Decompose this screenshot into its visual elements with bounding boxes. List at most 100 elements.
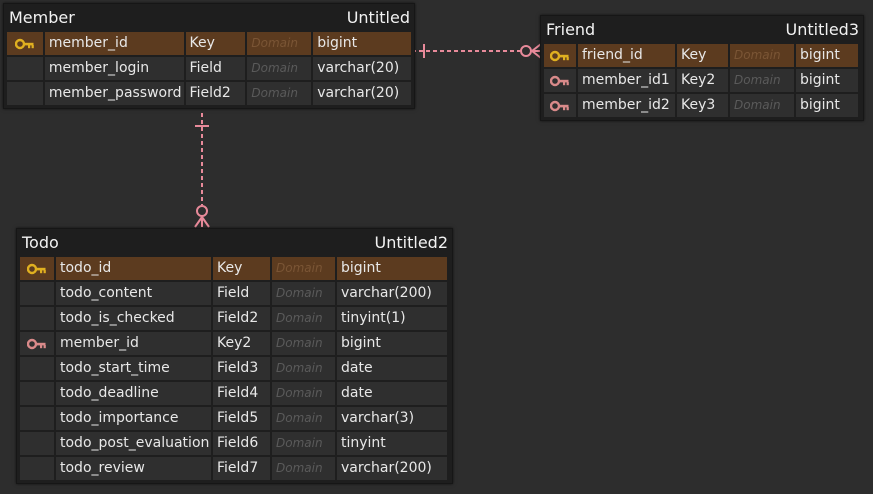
column-domain: Domain [272, 257, 335, 280]
column-name: member_id1 [578, 69, 675, 92]
entity-header[interactable]: Friend Untitled3 [541, 16, 863, 43]
column-type: date [337, 382, 447, 405]
column-name: todo_importance [56, 407, 211, 430]
column-name: member_login [44, 57, 184, 80]
column-name: member_id2 [578, 94, 675, 117]
column-field: Field3 [213, 357, 270, 380]
column-domain: Domain [272, 432, 335, 455]
column-type: tinyint(1) [337, 307, 447, 330]
relationship-member-friend[interactable] [412, 43, 542, 59]
column-domain: Domain [730, 69, 794, 92]
column-type: varchar(200) [337, 457, 447, 480]
column-field: Key [185, 32, 246, 55]
column-field: Field4 [213, 382, 270, 405]
column-field: Key2 [677, 69, 728, 92]
column-type: varchar(20) [313, 82, 411, 105]
column-field: Field [185, 57, 246, 80]
column-field: Field5 [213, 407, 270, 430]
row-icon-cell [20, 307, 54, 330]
column-type: bigint [337, 257, 447, 280]
column-domain: Domain [247, 32, 312, 55]
column-domain: Domain [247, 57, 312, 80]
column-field: Field7 [213, 457, 270, 480]
row-icon-cell [544, 69, 576, 92]
column-name: todo_start_time [56, 357, 211, 380]
row-icon-cell [544, 44, 576, 67]
column-name: member_password [44, 82, 184, 105]
row-icon-cell [20, 407, 54, 430]
column-type: varchar(20) [313, 57, 411, 80]
column-domain: Domain [247, 82, 312, 105]
row-icon-cell [20, 432, 54, 455]
column-type: date [337, 357, 447, 380]
column-type: bigint [796, 69, 858, 92]
column-field: Key [677, 44, 728, 67]
column-field: Field6 [213, 432, 270, 455]
entity-table-name: Untitled2 [374, 233, 448, 252]
row-icon-cell [544, 94, 576, 117]
column-field: Field2 [213, 307, 270, 330]
column-name: todo_deadline [56, 382, 211, 405]
entity-name: Member [9, 8, 75, 27]
column-type: varchar(3) [337, 407, 447, 430]
column-domain: Domain [272, 457, 335, 480]
entity-table-name: Untitled3 [785, 20, 859, 39]
column-field: Key2 [213, 332, 270, 355]
primary-key-icon [27, 263, 47, 275]
column-type: varchar(200) [337, 282, 447, 305]
column-field: Key [213, 257, 270, 280]
column-type: bigint [796, 44, 858, 67]
column-domain: Domain [272, 407, 335, 430]
row-icon-cell [7, 57, 43, 80]
row-icon-cell [20, 257, 54, 280]
column-name: todo_post_evaluation [56, 432, 211, 455]
row-icon-cell [20, 332, 54, 355]
column-type: bigint [337, 332, 447, 355]
entity-header[interactable]: Todo Untitled2 [17, 229, 452, 256]
column-domain: Domain [730, 94, 794, 117]
column-domain: Domain [272, 382, 335, 405]
column-domain: Domain [272, 332, 335, 355]
column-name: todo_review [56, 457, 211, 480]
row-icon-cell [20, 282, 54, 305]
column-type: bigint [796, 94, 858, 117]
entity-name: Friend [546, 20, 596, 39]
foreign-key-icon [550, 100, 570, 112]
entity-header[interactable]: Member Untitled [4, 4, 414, 31]
column-name: todo_is_checked [56, 307, 211, 330]
column-field: Field2 [185, 82, 246, 105]
column-field: Key3 [677, 94, 728, 117]
row-icon-cell [20, 357, 54, 380]
row-icon-cell [20, 382, 54, 405]
foreign-key-icon [27, 338, 47, 350]
column-domain: Domain [272, 307, 335, 330]
row-icon-cell [20, 457, 54, 480]
row-icon-cell [7, 32, 43, 55]
column-type: tinyint [337, 432, 447, 455]
relationship-member-todo[interactable] [194, 113, 210, 228]
column-type: bigint [313, 32, 411, 55]
foreign-key-icon [550, 75, 570, 87]
primary-key-icon [550, 50, 570, 62]
